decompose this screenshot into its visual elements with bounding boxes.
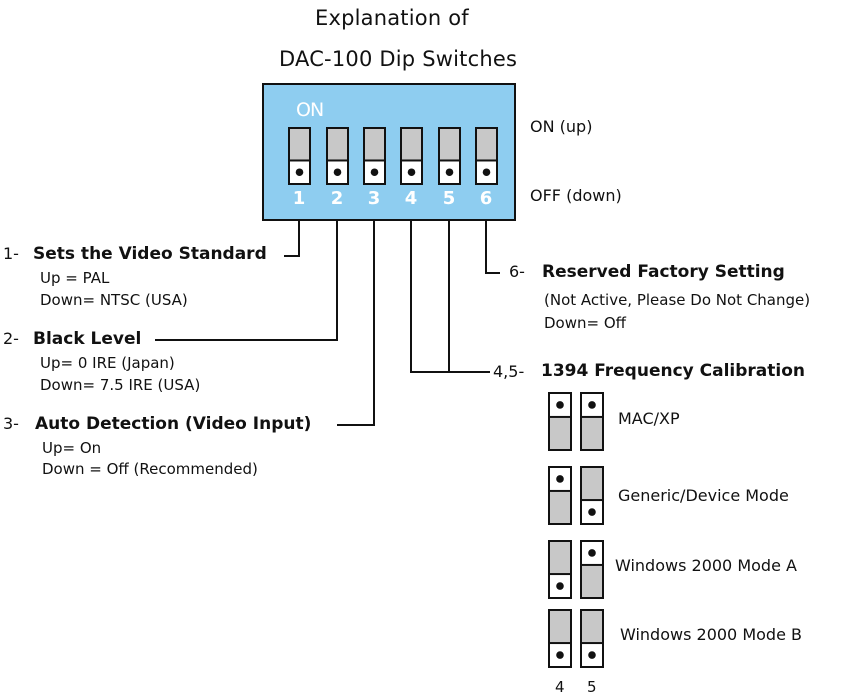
setting-6-line-2: Down= Off	[544, 314, 626, 332]
switch-number-2: 2	[330, 188, 344, 209]
switch-dot-icon	[482, 168, 491, 177]
setting-6-prefix: 6-	[509, 262, 525, 281]
dip-switch-1	[288, 127, 311, 185]
dip-switch-4	[400, 127, 423, 185]
calibration-mode-label-generic: Generic/Device Mode	[618, 486, 789, 505]
dip-switch-5	[438, 127, 461, 185]
setting-3-heading: Auto Detection (Video Input)	[35, 414, 312, 434]
switch-number-1: 1	[292, 188, 306, 209]
dip-switch-3	[363, 127, 386, 185]
calibration-switch-5	[580, 540, 604, 599]
calibration-switch-4	[548, 392, 572, 451]
switch-dot-icon	[556, 582, 564, 590]
switch-dot-icon	[588, 549, 596, 557]
setting-3-line-2: Down = Off (Recommended)	[42, 460, 258, 478]
calibration-switches	[548, 392, 604, 668]
setting-3-line-1: Up= On	[42, 439, 102, 457]
calibration-switch-4	[548, 466, 572, 525]
on-marker: ON	[296, 99, 324, 121]
switch-dot-icon	[370, 168, 379, 177]
setting-4-5-heading: 1394 Frequency Calibration	[541, 361, 806, 381]
dip-switch-6	[475, 127, 498, 185]
leader-line-4	[410, 220, 490, 373]
switch-dot-icon	[556, 401, 564, 409]
setting-3-prefix: 3-	[3, 414, 19, 433]
switch-number-5: 5	[442, 188, 456, 209]
setting-6-line-1: (Not Active, Please Do Not Change)	[544, 291, 811, 309]
switch-dot-icon	[445, 168, 454, 177]
leader-line-6	[485, 220, 500, 274]
title-line-1: Explanation of	[315, 6, 469, 30]
switch-number-4: 4	[404, 188, 418, 209]
calibration-switch-4	[548, 540, 572, 599]
off-down-label: OFF (down)	[530, 186, 622, 205]
switch-number-6: 6	[479, 188, 493, 209]
setting-1-heading: Sets the Video Standard	[33, 244, 267, 264]
calibration-switch-5	[580, 609, 604, 668]
switch-dot-icon	[295, 168, 304, 177]
setting-1-line-1: Up = PAL	[40, 269, 110, 287]
leader-lines	[155, 220, 500, 426]
calibration-column-4: 4	[555, 678, 565, 696]
switch-dot-icon	[556, 651, 564, 659]
setting-6-heading: Reserved Factory Setting	[542, 262, 785, 282]
calibration-switch-5	[580, 392, 604, 451]
setting-2-prefix: 2-	[3, 329, 19, 348]
main-switches	[288, 127, 498, 185]
setting-1-line-2: Down= NTSC (USA)	[40, 291, 188, 309]
switch-dot-icon	[556, 475, 564, 483]
calibration-column-5: 5	[587, 678, 597, 696]
setting-1-prefix: 1-	[3, 244, 19, 263]
calibration-switch-4	[548, 609, 572, 668]
title-line-2: DAC-100 Dip Switches	[279, 47, 518, 71]
setting-2-line-1: Up= 0 IRE (Japan)	[40, 354, 175, 372]
calibration-switch-5	[580, 466, 604, 525]
leader-line-2	[155, 220, 338, 341]
calibration-mode-label-win2000-b: Windows 2000 Mode B	[620, 625, 802, 644]
dip-switch-2	[326, 127, 349, 185]
switch-dot-icon	[407, 168, 416, 177]
leader-line-1	[284, 220, 300, 257]
switch-dot-icon	[588, 401, 596, 409]
calibration-mode-label-win2000-a: Windows 2000 Mode A	[615, 556, 797, 575]
setting-4-5-prefix: 4,5-	[493, 362, 525, 381]
switch-number-3: 3	[367, 188, 381, 209]
switch-dot-icon	[588, 508, 596, 516]
setting-2-heading: Black Level	[33, 329, 142, 349]
switch-dot-icon	[588, 651, 596, 659]
calibration-mode-label-mac-xp: MAC/XP	[618, 409, 680, 428]
on-up-label: ON (up)	[530, 117, 593, 136]
setting-2-line-2: Down= 7.5 IRE (USA)	[40, 376, 201, 394]
switch-dot-icon	[333, 168, 342, 177]
leader-line-3	[337, 220, 375, 426]
